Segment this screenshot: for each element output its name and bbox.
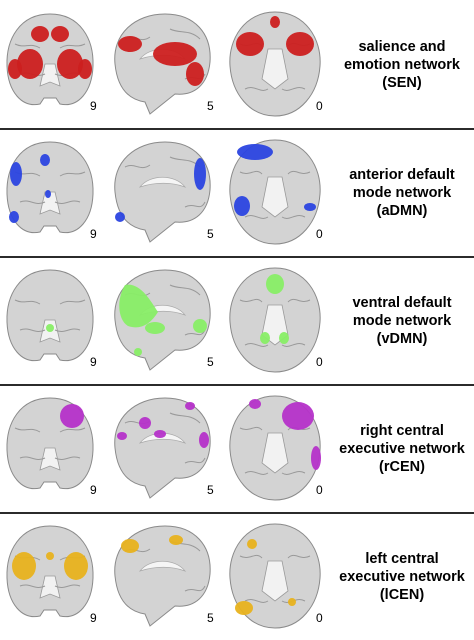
panel-divider — [0, 128, 474, 130]
slice-number-sagittal: 5 — [207, 611, 214, 625]
slices-lcen: 9 5 0 — [0, 516, 330, 638]
slice-number-coronal: 9 — [90, 611, 97, 625]
panel-vdmn: 9 5 0 ventral default mode network (vDMN… — [0, 260, 474, 382]
activation-blobs — [9, 144, 316, 223]
label-line-1: salience and — [358, 39, 446, 55]
slice-number-coronal: 9 — [90, 483, 97, 497]
slice-number-axial: 0 — [316, 99, 323, 113]
network-label-rcen: right central executive network (rCEN) — [330, 388, 474, 510]
slice-number-coronal: 9 — [90, 99, 97, 113]
network-label-admn: anterior default mode network (aDMN) — [330, 132, 474, 254]
label-line-2: executive network — [339, 569, 465, 585]
slice-number-sagittal: 5 — [207, 355, 214, 369]
panel-sen: 9 5 0 salience and emotion network (SEN) — [0, 4, 474, 126]
brain-slices-lcen: 9 5 0 — [6, 523, 323, 629]
axial-slice — [229, 139, 321, 245]
coronal-slice — [6, 525, 94, 618]
panel-divider — [0, 256, 474, 258]
coronal-slice — [6, 13, 94, 106]
activation-blobs — [8, 16, 314, 86]
coronal-slice — [6, 269, 94, 362]
brain-slices-sen: 9 5 0 — [6, 11, 323, 117]
brain-slices-vdmn: 9 5 0 — [6, 267, 323, 373]
panel-rcen: 9 5 0 right central executive network (r… — [0, 388, 474, 510]
panel-divider — [0, 384, 474, 386]
label-abbr: (rCEN) — [379, 459, 425, 475]
label-line-2: mode network — [352, 313, 452, 329]
slice-number-axial: 0 — [316, 611, 323, 625]
sagittal-slice — [114, 525, 211, 627]
activation-blobs — [46, 274, 289, 356]
brain-slices-admn: 9 5 0 — [6, 139, 323, 245]
slice-number-sagittal: 5 — [207, 483, 214, 497]
network-label-lcen: left central executive network (lCEN) — [330, 516, 474, 638]
slice-number-sagittal: 5 — [207, 99, 214, 113]
label-line-1: ventral default — [352, 295, 452, 311]
label-abbr: (SEN) — [382, 75, 422, 91]
coronal-slice — [6, 141, 94, 234]
sagittal-slice — [114, 397, 211, 499]
slice-number-sagittal: 5 — [207, 227, 214, 241]
panel-divider — [0, 512, 474, 514]
label-line-2: executive network — [339, 441, 465, 457]
label-abbr: (vDMN) — [376, 331, 428, 347]
axial-slice — [229, 523, 321, 629]
network-label-sen: salience and emotion network (SEN) — [330, 4, 474, 126]
panel-admn: 9 5 0 anterior default mode network (aDM… — [0, 132, 474, 254]
network-label-vdmn: ventral default mode network (vDMN) — [330, 260, 474, 382]
brain-slices-rcen: 9 5 0 — [6, 395, 323, 501]
slice-number-axial: 0 — [316, 355, 323, 369]
label-line-2: emotion network — [343, 57, 460, 73]
label-abbr: (aDMN) — [376, 203, 428, 219]
sagittal-slice — [114, 141, 211, 243]
slices-vdmn: 9 5 0 — [0, 260, 330, 382]
slice-number-coronal: 9 — [90, 227, 97, 241]
panel-lcen: 9 5 0 left central executive network (lC… — [0, 516, 474, 638]
label-line-1: left central — [365, 551, 439, 567]
slice-number-axial: 0 — [316, 227, 323, 241]
slices-admn: 9 5 0 — [0, 132, 330, 254]
label-line-2: mode network — [352, 185, 452, 201]
activation-blobs — [60, 399, 321, 470]
activation-blobs — [12, 535, 296, 615]
slice-number-axial: 0 — [316, 483, 323, 497]
label-abbr: (lCEN) — [379, 587, 425, 603]
label-line-1: right central — [360, 423, 444, 439]
slices-sen: 9 5 0 — [0, 4, 330, 126]
label-line-1: anterior default — [349, 167, 455, 183]
slices-rcen: 9 5 0 — [0, 388, 330, 510]
slice-number-coronal: 9 — [90, 355, 97, 369]
